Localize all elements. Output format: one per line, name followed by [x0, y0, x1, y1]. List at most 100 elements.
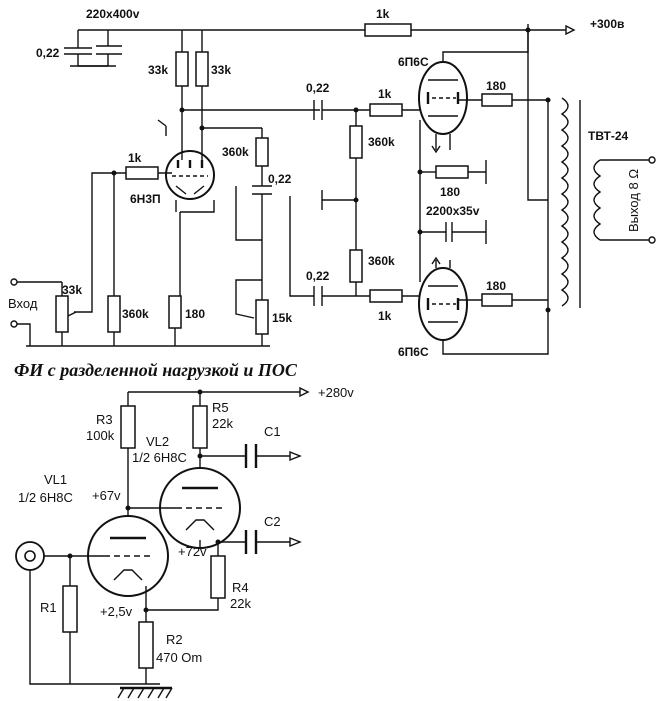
resistor-360k-left — [107, 295, 121, 333]
resistor-1k-bot — [369, 289, 403, 303]
r180-left-label: 180 — [185, 307, 205, 321]
resistor-r2 — [138, 621, 154, 669]
input-jack-center — [24, 550, 36, 562]
r360k-bot-label: 360k — [368, 254, 395, 268]
resistor-360k-top — [349, 125, 363, 159]
v67-label: +67v — [92, 488, 121, 503]
resistor-r4 — [210, 555, 226, 599]
resistor-180-cathode — [435, 165, 469, 179]
supply-resistor — [364, 23, 412, 37]
vl1-cathode — [113, 569, 143, 581]
cap-coupling-bot-wire — [289, 196, 314, 297]
xfmr-output-wires — [600, 159, 650, 241]
r180-cath-label: 180 — [440, 185, 460, 199]
vl1-label: VL1 — [44, 472, 67, 487]
r3-value: 100k — [86, 428, 115, 443]
r180-cath-gnd — [468, 160, 487, 184]
tube-driver-heater — [175, 185, 205, 195]
plus-300-label: +300в — [590, 17, 624, 31]
v72-label: +72v — [178, 544, 207, 559]
anode-wires — [181, 30, 203, 52]
r33k-a-label: 33k — [148, 63, 168, 77]
c1-label: C1 — [264, 424, 281, 439]
anode-down — [181, 86, 203, 128]
tube-top-plates — [426, 92, 460, 104]
ground-wires-bottom — [29, 570, 160, 685]
resistor-180-top — [481, 93, 513, 107]
supply-resistor-label: 1k — [376, 7, 390, 21]
r360k-left-label: 360k — [122, 307, 149, 321]
resistor-33k-a — [175, 51, 189, 87]
r360k-top-label: 360k — [368, 135, 395, 149]
cap-top-label: 0,22 — [306, 81, 330, 95]
driver-ground-top — [157, 119, 167, 136]
tube-top-label: 6П6С — [398, 55, 429, 69]
tube-top-cathode — [431, 134, 451, 154]
cap-mid — [252, 166, 272, 240]
input-label: Вход — [8, 296, 38, 311]
tube-driver — [165, 150, 215, 200]
cap-bot-label: 0,22 — [306, 269, 330, 283]
r2-value: 470 Om — [156, 650, 202, 665]
tube-bot-label: 6П6С — [398, 345, 429, 359]
r33k-b-label: 33k — [211, 63, 231, 77]
xfmr-center-tap — [527, 30, 548, 201]
cap-coupling-top — [313, 100, 356, 120]
resistor-360k-a — [255, 137, 269, 167]
tube-bot-cathode — [431, 256, 451, 268]
circuit-title: ФИ с разделенной нагрузкой и ПОС — [14, 360, 298, 380]
r1k-top-label: 1k — [378, 87, 392, 101]
c2-arrow — [289, 536, 302, 548]
pot15k-wiper — [235, 279, 262, 319]
grid-input-wire — [74, 172, 172, 313]
cap-c1 — [244, 444, 258, 468]
supply-drops — [127, 392, 201, 406]
resistor-360k-bot — [349, 249, 363, 283]
tube-bot-lines — [428, 285, 458, 323]
r15k-label: 15k — [272, 311, 292, 325]
resistor-r5 — [192, 405, 208, 449]
r5-value: 22k — [212, 416, 233, 431]
r33k-input-label: 33k — [62, 283, 82, 297]
cap-coupling-bot — [313, 286, 370, 306]
xfmr-primary-coil — [560, 97, 569, 307]
r5-label: R5 — [212, 400, 229, 415]
cap-mid-label: 0,22 — [268, 172, 292, 186]
r2-label: R2 — [166, 632, 183, 647]
pot-33k — [55, 295, 69, 333]
transformer-label: ТВТ-24 — [588, 129, 629, 143]
tube-bot-anode — [442, 310, 549, 355]
cap-c2 — [244, 530, 258, 554]
vl2-label: VL2 — [146, 434, 169, 449]
xfmr-secondary-coil — [593, 159, 602, 241]
input-ground-terminal — [10, 320, 18, 328]
cap-cathode — [420, 220, 487, 244]
driver-cathode — [175, 200, 215, 213]
r1k-grid-label: 1k — [128, 151, 142, 165]
resistor-r3 — [120, 405, 136, 449]
r4-value: 22k — [230, 596, 251, 611]
r1-label: R1 — [40, 600, 57, 615]
vl2-type: 1/2 6Н8С — [132, 450, 187, 465]
resistor-180-left — [168, 295, 182, 329]
resistor-1k-grid — [125, 166, 159, 180]
tube-top-lines — [428, 79, 458, 117]
r4-down — [146, 598, 219, 611]
c2-wire — [217, 541, 246, 556]
output-label: Выход 8 Ω — [626, 169, 641, 232]
c2-label: C2 — [264, 514, 281, 529]
r360k-a-label: 360k — [222, 145, 249, 159]
input-wires — [17, 281, 62, 346]
resistor-180-bot — [481, 293, 513, 307]
vl2-cathode — [185, 519, 215, 531]
tube-driver-anodes — [176, 160, 204, 168]
supply-arrow — [565, 24, 576, 36]
resistor-r1 — [62, 585, 78, 633]
r4-label: R4 — [232, 580, 249, 595]
r180-bot-label: 180 — [486, 279, 506, 293]
cap-electrolytic — [96, 30, 122, 66]
r1k-bot-label: 1k — [378, 309, 392, 323]
cap-cath-label: 2200x35v — [426, 204, 480, 218]
cap-input — [64, 30, 92, 66]
